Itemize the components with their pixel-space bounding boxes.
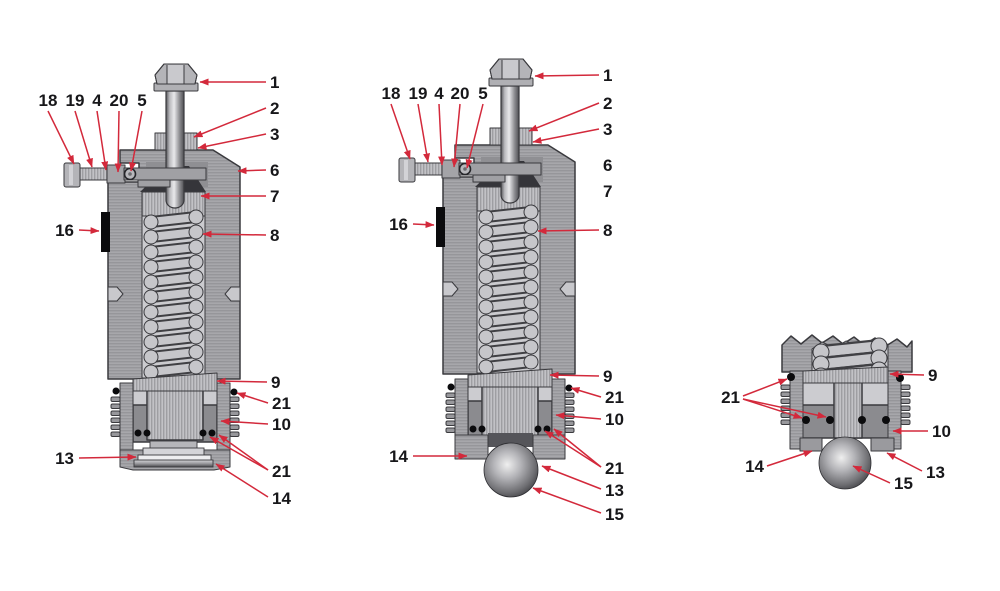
callout-label: 4	[92, 91, 102, 110]
callout-label: 21	[605, 388, 624, 407]
callout-label: 2	[603, 94, 612, 113]
callout-label: 14	[745, 457, 764, 476]
callout-label: 8	[270, 226, 279, 245]
callout-label: 6	[603, 156, 612, 175]
ball-shadow	[488, 433, 533, 447]
callout-label: 18	[382, 84, 401, 103]
callout-label: 7	[603, 182, 612, 201]
callout-label: 14	[272, 489, 291, 508]
callout-label: 1	[603, 66, 612, 85]
callout-label: 9	[271, 373, 280, 392]
callout-label: 9	[603, 367, 612, 386]
callout-label: 19	[66, 91, 85, 110]
callout-labels-view2: 18 19 4 20 5 1 2 3 6 7 8 16 9 21 10 14 2…	[382, 66, 624, 524]
bottom-rim-left	[799, 437, 823, 452]
piston-detail	[833, 375, 863, 439]
callout-label: 21	[605, 459, 624, 478]
callout-label: 10	[605, 410, 624, 429]
callout-label: 5	[137, 91, 146, 110]
callout-label: 14	[389, 447, 408, 466]
callout-label: 9	[928, 366, 937, 385]
callout-label: 19	[409, 84, 428, 103]
threads-right-detail	[900, 384, 911, 425]
callout-label: 2	[270, 99, 279, 118]
callout-label: 16	[389, 215, 408, 234]
oring	[802, 416, 810, 424]
callout-label: 3	[603, 120, 612, 139]
check-ball	[483, 442, 539, 498]
threads-left-detail	[780, 384, 791, 425]
callout-label: 15	[605, 505, 624, 524]
callout-label: 4	[434, 84, 444, 103]
bottom-rim-right	[870, 437, 895, 452]
callout-label: 18	[39, 91, 58, 110]
view-right-detail: 21 9 10 14 13 15	[721, 334, 951, 493]
callout-label: 5	[478, 84, 487, 103]
oring	[882, 416, 890, 424]
view-left-full-section: 18 19 4 20 5 1 2 3 6 7 8 16 9 21 10 13 2…	[39, 64, 292, 508]
callout-label: 10	[272, 415, 291, 434]
callout-label: 10	[932, 422, 951, 441]
leader-lines-view2	[390, 72, 602, 514]
callout-label: 20	[110, 91, 129, 110]
callout-label: 21	[721, 388, 740, 407]
oring	[826, 416, 834, 424]
leader-lines-view3	[742, 370, 928, 484]
callout-label: 3	[270, 125, 279, 144]
callout-label: 13	[605, 481, 624, 500]
seat-disc-stack	[133, 440, 214, 468]
callout-label: 16	[55, 221, 74, 240]
view-middle-full-section-ball: 18 19 4 20 5 1 2 3 6 7 8 16 9 21 10 14 2…	[382, 59, 624, 524]
callout-label: 15	[894, 474, 913, 493]
callout-label: 8	[603, 221, 612, 240]
callout-label: 7	[270, 187, 279, 206]
callout-label: 21	[272, 462, 291, 481]
callout-labels-view3: 21 9 10 14 13 15	[721, 366, 951, 493]
callout-label: 6	[270, 161, 279, 180]
callout-label: 13	[55, 449, 74, 468]
leader-lines-view1	[47, 78, 269, 498]
callout-label: 20	[451, 84, 470, 103]
callout-label: 13	[926, 463, 945, 482]
oring	[858, 416, 866, 424]
cage-band-left	[802, 382, 836, 406]
oring-top-left	[787, 373, 795, 381]
wall-right-detail	[887, 370, 902, 450]
check-ball-detail	[818, 436, 872, 490]
bottom-block-right	[532, 434, 566, 460]
callout-labels-view1: 18 19 4 20 5 1 2 3 6 7 8 16 9 21 10 13 2…	[39, 73, 292, 508]
callout-label: 21	[272, 394, 291, 413]
callout-label: 1	[270, 73, 279, 92]
oring-top-right	[896, 374, 904, 382]
